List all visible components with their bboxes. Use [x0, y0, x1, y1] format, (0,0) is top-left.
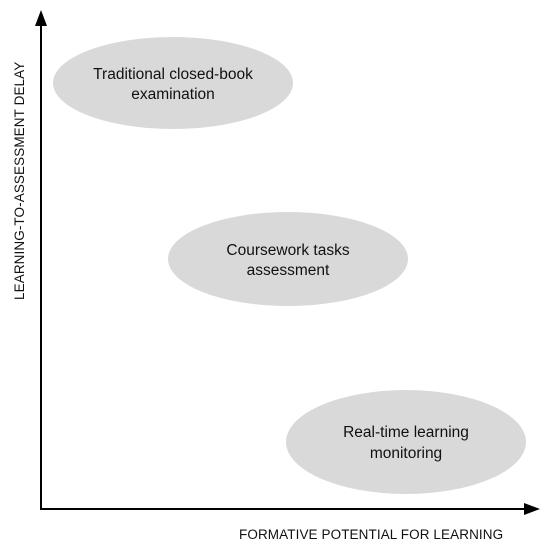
- node-traditional-closed-book-examination: Traditional closed-book examination: [53, 37, 293, 129]
- node-label-line-1: Traditional closed-book: [93, 66, 253, 83]
- node-real-time-learning-monitoring: Real-time learning monitoring: [286, 390, 526, 494]
- node-label-line-2: monitoring: [370, 445, 442, 462]
- node-ellipse: [286, 390, 526, 494]
- x-axis-label: FORMATIVE POTENTIAL FOR LEARNING: [239, 527, 503, 542]
- y-axis-label: LEARNING-TO-ASSESSMENT DELAY: [12, 62, 27, 300]
- y-axis-arrowhead: [35, 10, 47, 26]
- node-label-line-2: assessment: [247, 262, 330, 279]
- node-label-line-2: examination: [131, 86, 215, 103]
- node-label-line-1: Real-time learning: [343, 424, 469, 441]
- node-coursework-tasks-assessment: Coursework tasks assessment: [168, 212, 408, 306]
- node-ellipse: [168, 212, 408, 306]
- x-axis-arrowhead: [524, 503, 540, 515]
- node-ellipse: [53, 37, 293, 129]
- node-label-line-1: Coursework tasks: [226, 242, 349, 259]
